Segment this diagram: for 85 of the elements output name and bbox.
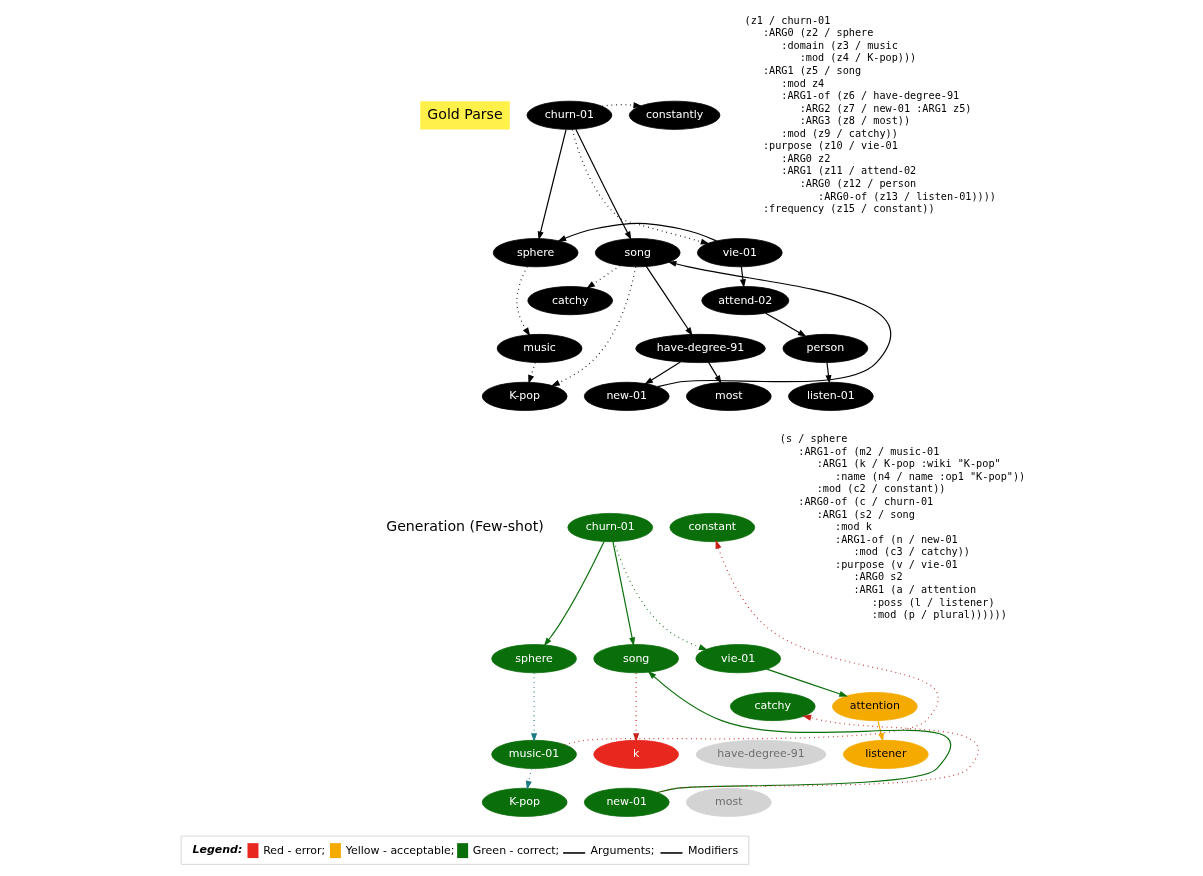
arrow (876, 720, 884, 742)
label: :frequency (z15 / constant)) (762, 203, 935, 215)
label: :mod k (834, 521, 872, 533)
node-ellipse: sphere (492, 238, 578, 268)
legend-label: Green - correct; (472, 843, 559, 857)
arrow (543, 541, 605, 647)
label: :ARG1-of (m2 / music-01 (797, 445, 939, 457)
label: :ARG1 (s2 / song (816, 508, 915, 520)
label: :ARG0 (z2 / sphere (762, 27, 873, 39)
arrow (643, 361, 681, 385)
label: :ARG1 (a / attention (852, 584, 976, 595)
label: :ARG1 (z5 / song (762, 64, 861, 76)
node-ellipse: constant (669, 513, 755, 543)
label: :ARG1 (k / K-pop :wiki "K-pop" (816, 458, 1001, 470)
label: (s / sphere (779, 433, 847, 445)
label: :purpose (z10 / vie-01 (762, 140, 898, 152)
arrow (574, 128, 631, 241)
arrow (600, 102, 642, 109)
arrow (656, 714, 979, 794)
label: (z1 / churn-01 (744, 14, 830, 26)
node-ellipse: song (592, 644, 679, 674)
label: :mod (c3 / catchy)) (852, 546, 970, 558)
label: :ARG0 (z12 / person (799, 178, 916, 190)
arrow (656, 260, 891, 388)
label: Legend: (192, 842, 242, 856)
node-ellipse: have-degree-91 (634, 333, 766, 363)
node-ellipse: churn-01 (526, 100, 612, 130)
arrow (611, 541, 635, 647)
node-ellipse: listener (842, 739, 929, 769)
arrow (556, 222, 717, 242)
node-ellipse: new-01 (583, 787, 670, 817)
node-ellipse: listen-01 (787, 381, 874, 411)
label: :ARG0-of (z13 / listen-01)))) (817, 190, 996, 202)
node-ellipse: catchy (526, 286, 613, 316)
node-ellipse: K-pop (481, 787, 567, 817)
label: :poss (l / listener) (871, 596, 995, 608)
node-ellipse: have-degree-91 (695, 739, 826, 769)
node-ellipse: sphere (490, 644, 577, 674)
label: :mod (c2 / constant)) (816, 483, 945, 495)
arrow (647, 670, 951, 794)
label: :mod (z9 / catchy)) (780, 127, 898, 139)
label: :ARG0-of (c / churn-01 (797, 496, 933, 508)
arrow (585, 265, 621, 289)
arrow (612, 541, 708, 651)
arrow (824, 362, 831, 384)
label: :mod (z4 / K-pop))) (799, 52, 916, 64)
label: :ARG0 s2 (852, 571, 903, 583)
label: Gold Parse (426, 105, 503, 122)
node-ellipse: most (685, 381, 772, 411)
node-ellipse: music (496, 333, 582, 363)
label: :ARG1-of (z6 / have-degree-91 (780, 90, 959, 102)
arrow (645, 266, 693, 336)
label: :purpose (v / vie-01 (834, 558, 958, 570)
label: :ARG3 (z8 / most)) (799, 115, 910, 127)
label: Generation (Few-shot) (385, 517, 544, 534)
arrow (765, 668, 848, 697)
arrow (571, 129, 710, 245)
node-ellipse: attend-02 (700, 286, 789, 316)
legend-label: Red - error; (262, 843, 325, 857)
arrow (525, 768, 532, 790)
arrow (530, 672, 537, 743)
legend-label: Yellow - acceptable; (345, 843, 454, 857)
arrow (707, 362, 722, 384)
legend-label: Modifiers (687, 843, 738, 857)
label: :mod z4 (780, 77, 824, 89)
arrow (563, 539, 939, 746)
arrow (550, 266, 636, 387)
label: :ARG2 (z7 / new-01 :ARG1 z5) (799, 102, 971, 114)
label: :domain (z3 / music (780, 39, 898, 51)
label: :mod (p / plural)))))) (871, 609, 1007, 621)
node-ellipse: person (782, 333, 868, 363)
label: :ARG1 (z11 / attend-02 (780, 165, 916, 177)
node-ellipse: churn-01 (566, 513, 653, 543)
node-ellipse: music-01 (490, 739, 577, 769)
arrow (764, 312, 807, 337)
label: :name (n4 / name :op1 "K-pop")) (834, 470, 1025, 482)
arrow (632, 672, 639, 743)
node-ellipse: new-01 (583, 381, 670, 411)
legend-label: Arguments; (590, 843, 655, 857)
arrow (537, 129, 567, 241)
label: :ARG1-of (n / new-01 (834, 533, 958, 545)
node-ellipse: k (592, 739, 679, 769)
node-ellipse: most (685, 787, 772, 817)
label: :ARG0 z2 (780, 152, 830, 164)
arrow (515, 266, 530, 337)
